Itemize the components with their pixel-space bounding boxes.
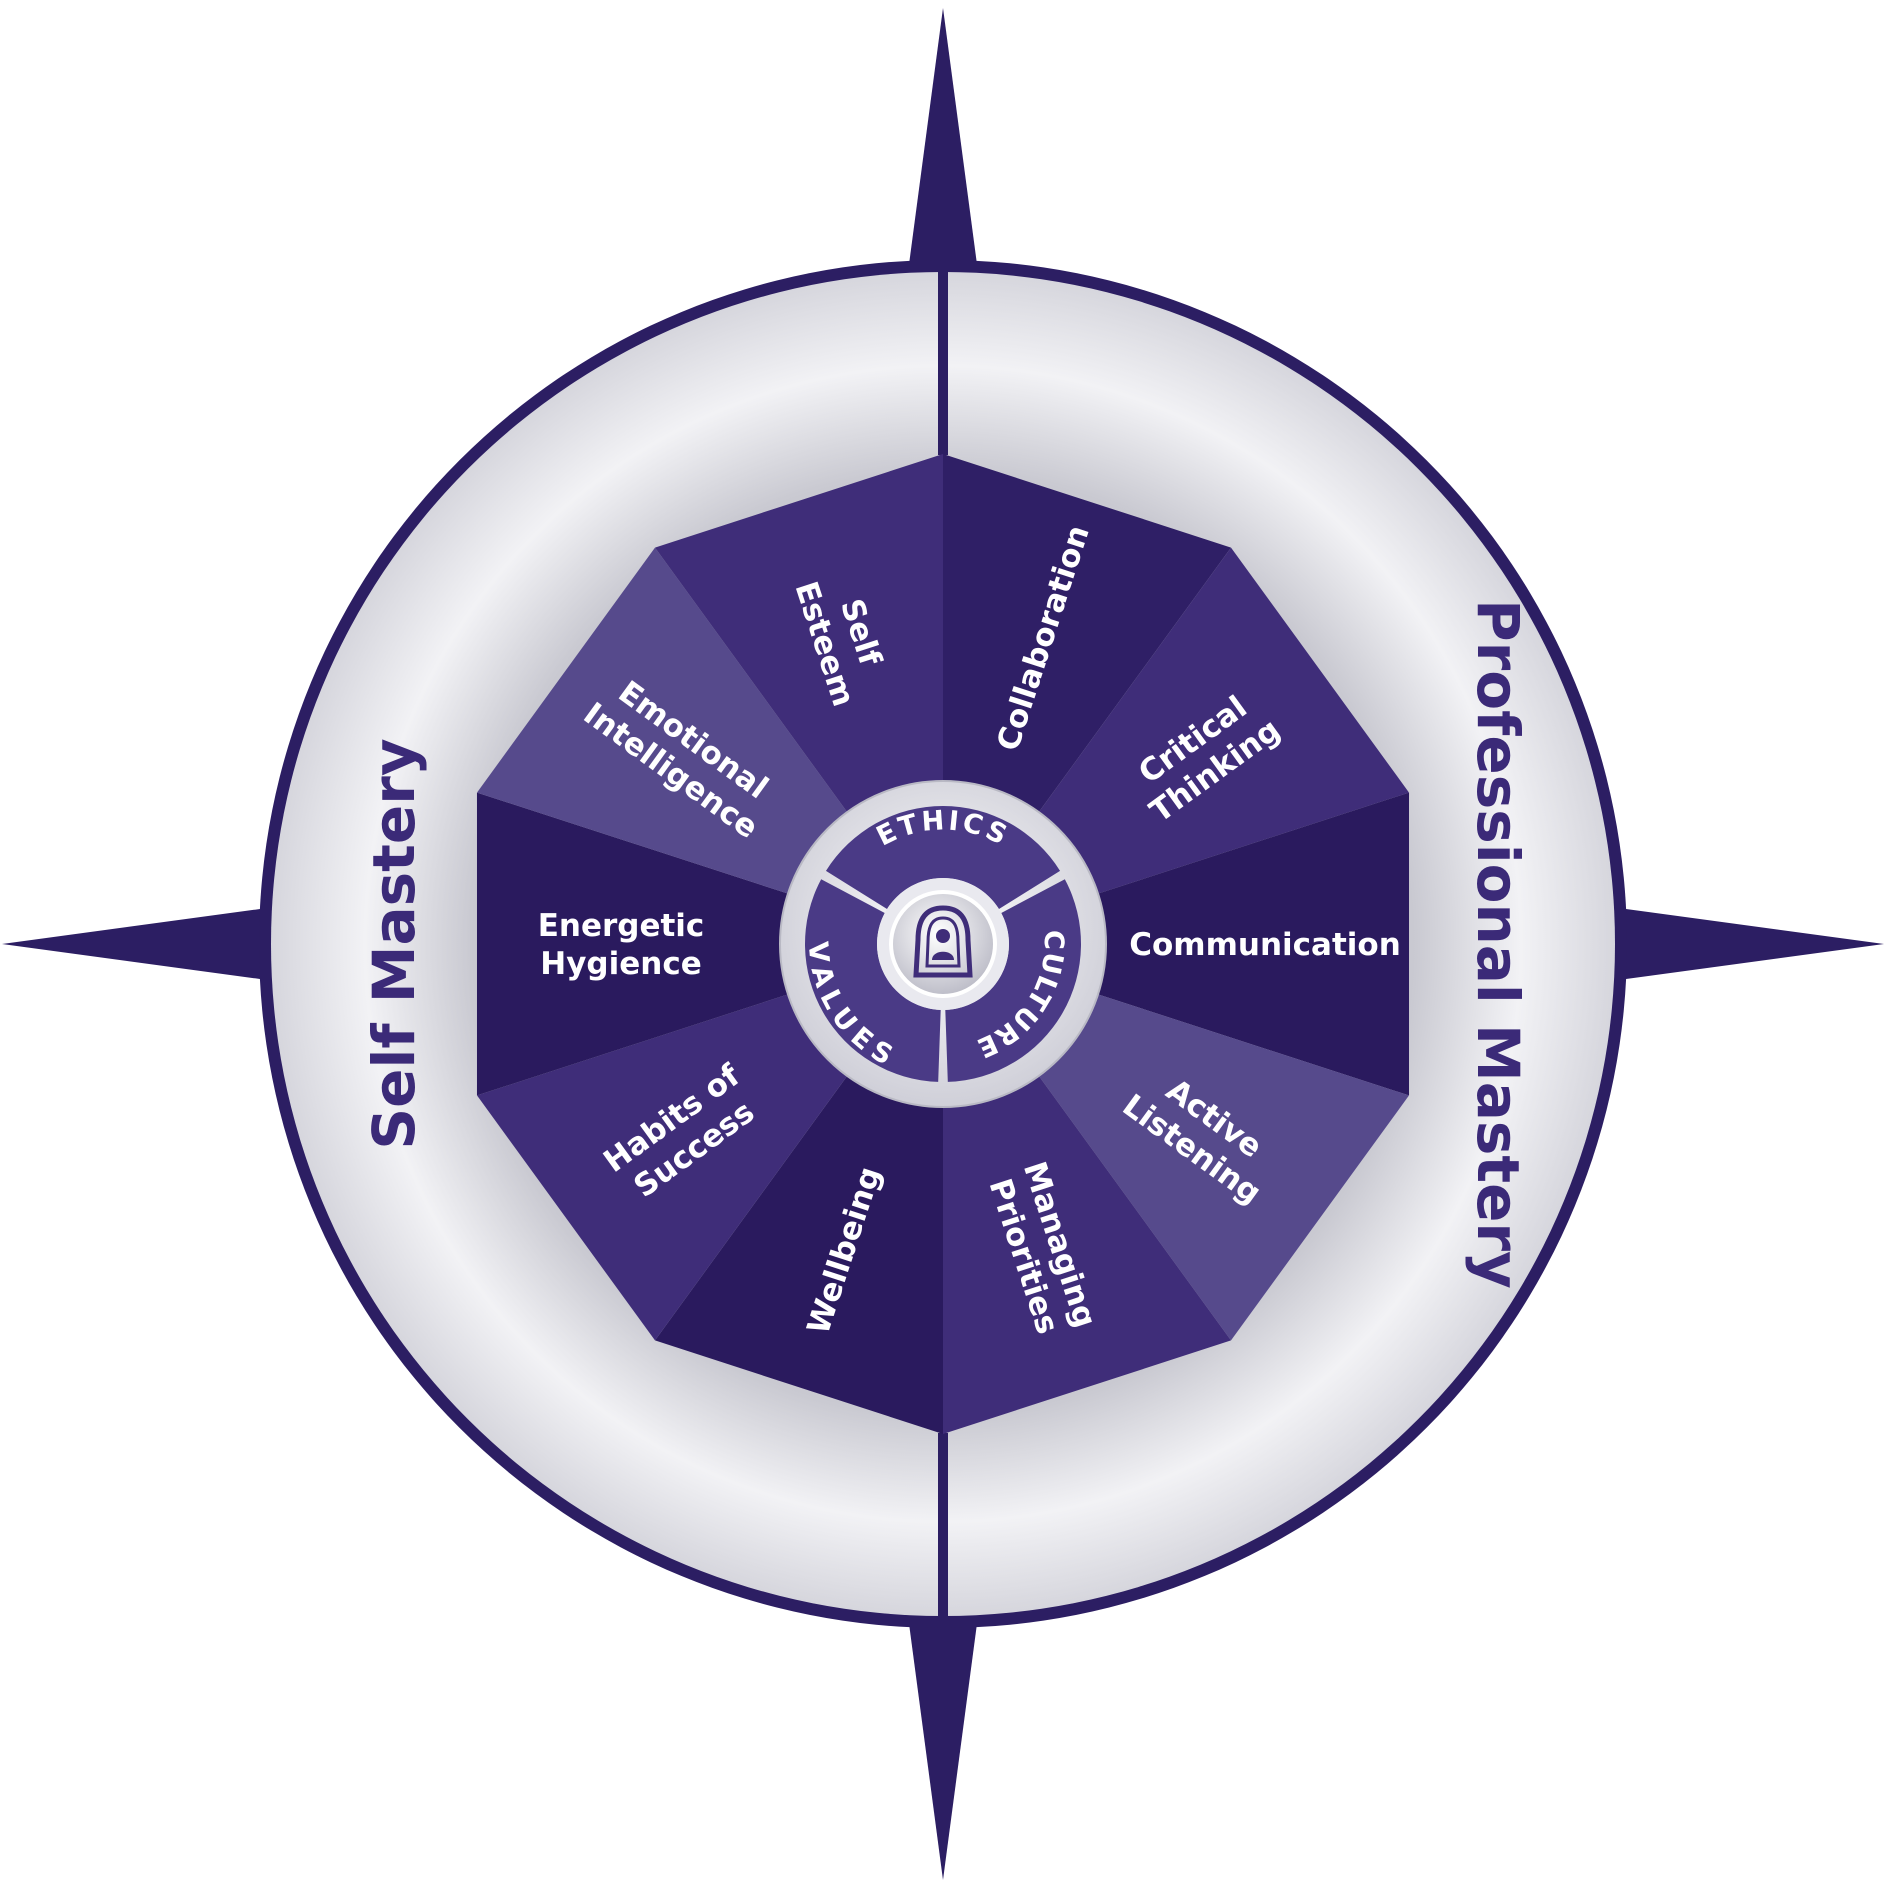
compass-point-south [908,1616,978,1880]
segment-communication [943,792,1410,1096]
compass-point-west [2,909,260,979]
person-lock-icon [913,905,973,978]
ethics-sector [825,805,1061,910]
segment-label-line: Energetic [538,908,705,944]
compass-point-north [908,8,978,272]
core-hub: ETHICS CULTURE VALUES [779,780,1107,1108]
self-mastery-label: Self Mastery [360,738,428,1149]
core-sectors [805,805,1081,1082]
segment-wheel [476,454,1410,1434]
segment-label-line: Hygience [540,946,701,982]
segment-label-communication: Communication [1129,927,1401,963]
values-sector [805,879,941,1082]
culture-sector [945,879,1081,1082]
compass-point-east [1626,909,1884,979]
segment-energetic-hygience [476,792,943,1096]
segment-label-line: Communication [1129,927,1401,963]
compass-points [2,8,1884,1880]
professional-mastery-label: Professional Mastery [1464,599,1532,1289]
